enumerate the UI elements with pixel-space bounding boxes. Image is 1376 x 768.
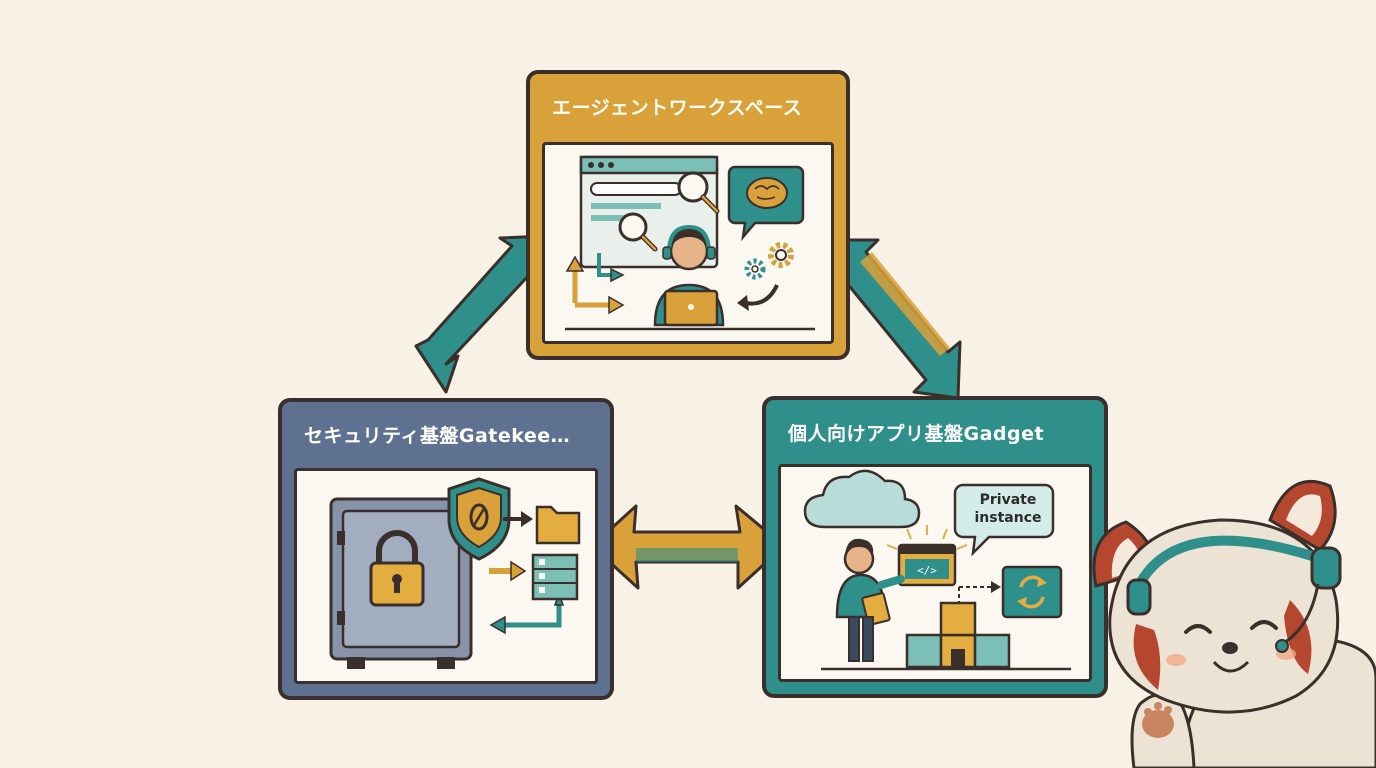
- personal-app-platform-card: 個人向けアプリ基盤Gadget: [762, 396, 1108, 698]
- database-icon: [531, 553, 579, 601]
- agent-workspace-illustration: [542, 142, 834, 344]
- security-platform-illustration: [294, 468, 598, 684]
- operator-avatar: [653, 224, 725, 327]
- deploy-arrow-icon: [958, 581, 1001, 603]
- arrow-security-app: [590, 504, 786, 590]
- personal-app-platform-illustration: </>: [778, 464, 1092, 682]
- speech-bubble-icon: [953, 483, 1055, 557]
- private-instance-label: Private instance: [963, 491, 1053, 527]
- agent-workspace-card: エージェントワークスペース: [526, 70, 850, 360]
- security-platform-title: セキュリティ基盤Gatekee…: [304, 424, 571, 447]
- private-instance-line2: instance: [974, 510, 1042, 526]
- brain-icon: [727, 165, 805, 242]
- folder-icon: [535, 505, 581, 545]
- arrow-agent-app: [830, 238, 962, 400]
- gear-icon: [744, 242, 794, 280]
- svg-text:</>: </>: [917, 564, 937, 577]
- cloud-icon: [803, 469, 921, 529]
- private-instance-line1: Private: [979, 492, 1037, 508]
- building-blocks-icon: [905, 601, 1011, 669]
- security-platform-card: セキュリティ基盤Gatekee…: [278, 398, 614, 700]
- flow-arrows-icon: [489, 511, 565, 635]
- cycle-arrow-icon: [737, 284, 779, 311]
- shield-icon: [447, 477, 511, 561]
- magnifier-icon: [618, 212, 658, 252]
- padlock-icon: [369, 530, 425, 607]
- refresh-icon: [1001, 565, 1063, 619]
- flow-arrows-icon: [565, 253, 625, 315]
- magnifier-icon: [677, 171, 720, 214]
- agent-workspace-title: エージェントワークスペース: [552, 96, 803, 119]
- personal-app-platform-title: 個人向けアプリ基盤Gadget: [788, 422, 1045, 445]
- developer-avatar: [835, 538, 905, 662]
- code-window-icon: </>: [886, 525, 968, 587]
